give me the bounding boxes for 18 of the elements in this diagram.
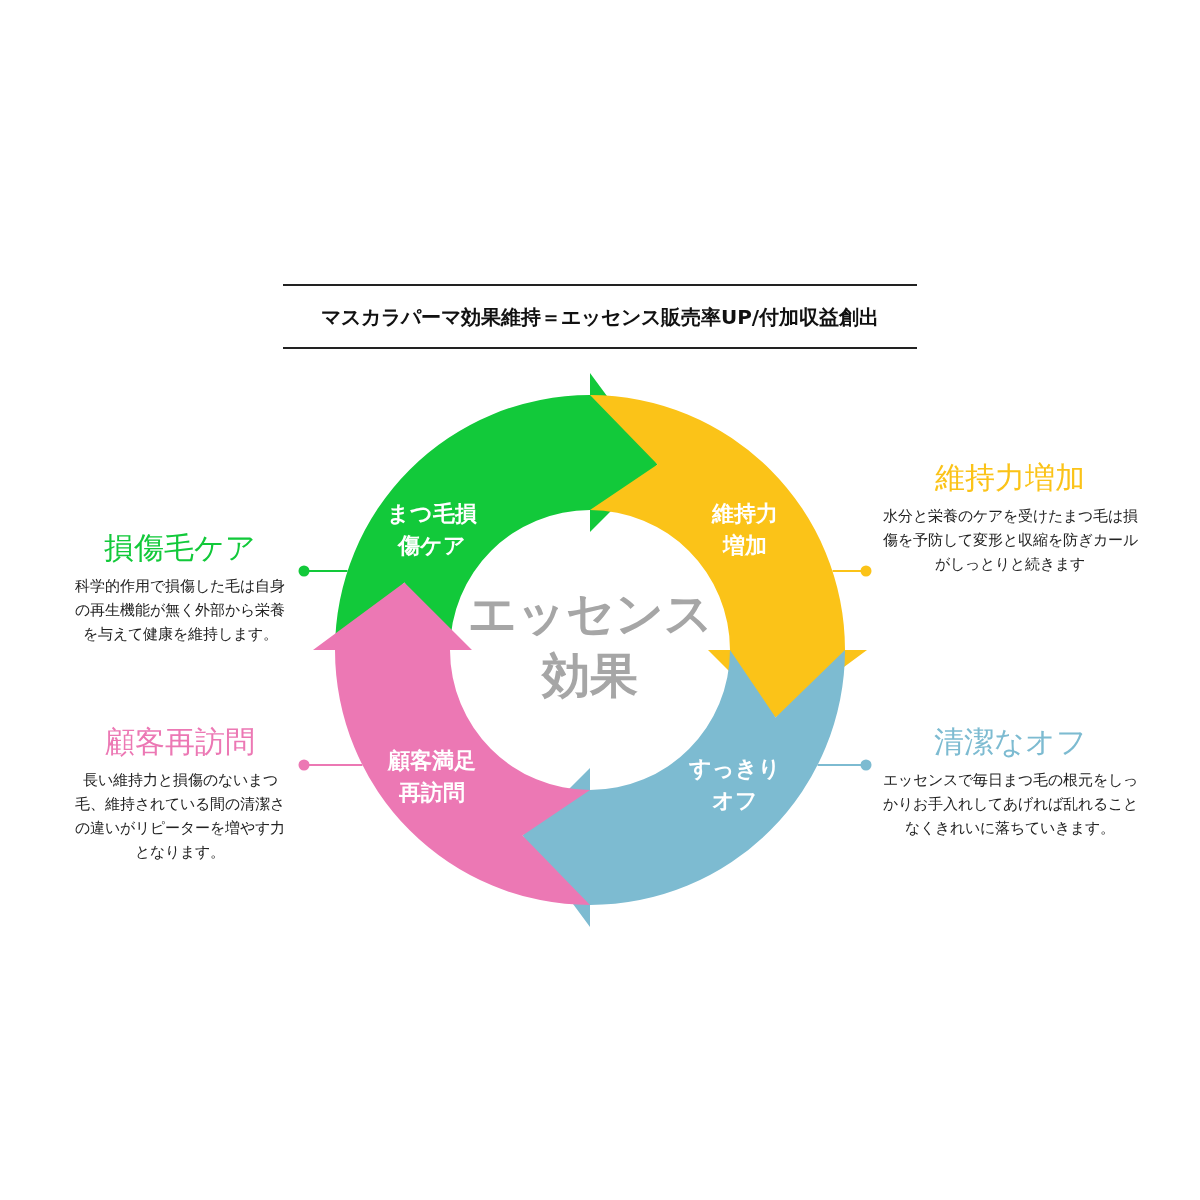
section-heading: 維持力増加 bbox=[934, 459, 1086, 497]
leader-line bbox=[298, 565, 349, 577]
section-heading: 損傷毛ケア bbox=[103, 529, 257, 567]
segment-label: 顧客満足再訪問 bbox=[386, 747, 477, 807]
segment-label: 維持力増加 bbox=[710, 500, 779, 560]
section-heading: 清潔なオフ bbox=[932, 723, 1088, 761]
center-title: エッセンス効果 bbox=[465, 582, 715, 706]
segment-label: すっきりオフ bbox=[689, 755, 781, 815]
leader-line bbox=[831, 565, 872, 577]
description-text: 水分と栄養のケアを受けたまつ毛は損傷を予防して変形と収縮を防ぎカールがしっとりと続きます bbox=[881, 506, 1139, 575]
segment-label: まつ毛損傷ケア bbox=[386, 500, 478, 560]
description-text: 長い維持力と損傷のないまつ毛、維持されている間の清潔さの違いがリピーターを増やす力となります。 bbox=[74, 770, 286, 863]
leader-line bbox=[816, 759, 872, 771]
leader-line bbox=[298, 759, 364, 771]
diagram-title: マスカラパーマ効果維持＝エッセンス販売率UP/付加収益創出 bbox=[319, 304, 881, 331]
section-heading: 顧客再訪問 bbox=[104, 723, 256, 761]
description-text: エッセンスで毎日まつ毛の根元をしっかりお手入れしてあげれば乱れることなくきれいに落ちていきます。 bbox=[881, 770, 1139, 839]
description-text: 科学的作用で損傷した毛は自身の再生機能が無く外部から栄養を与えて健康を維持します。 bbox=[74, 576, 286, 645]
